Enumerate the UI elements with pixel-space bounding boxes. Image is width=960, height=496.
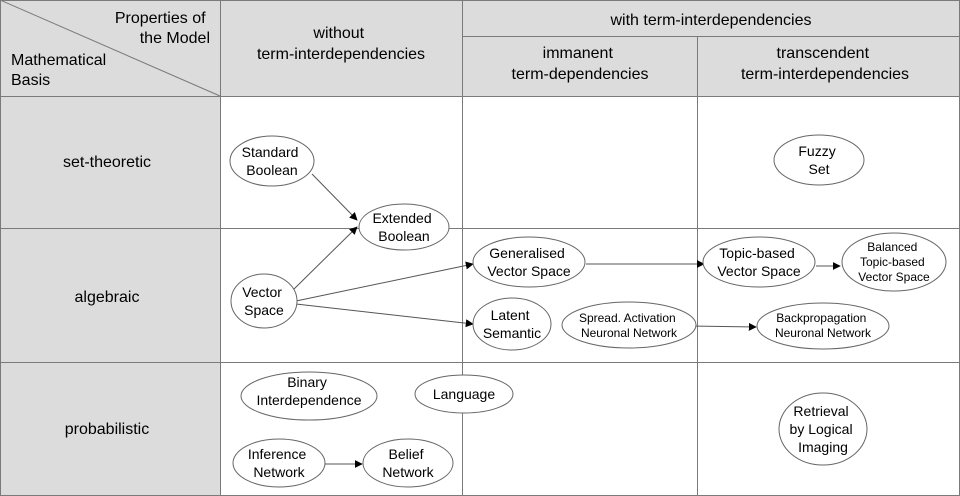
row-header-alg-bg xyxy=(0,228,220,362)
corner-label-top: Properties of the Model xyxy=(115,10,210,47)
svg-text:Retrieval by Logical: Retrieval by Logical Imaging xyxy=(790,403,857,455)
row-header-prob-bg xyxy=(0,362,220,496)
node-backpropagation-neuronal-network: Backpropagation Neuronal Network xyxy=(756,302,890,350)
svg-text:Topic-based Vector Space: Topic-based Vector Space xyxy=(717,245,800,279)
svg-text:Generalised Vector Space: Generalised Vector Space xyxy=(487,245,570,279)
svg-text:Binary Interdependence: Binary Interdependence xyxy=(256,374,361,408)
node-standard-boolean: Standard Boolean xyxy=(229,135,315,187)
corner-label-bottom: Mathematical Basis xyxy=(11,52,111,89)
svg-text:Spread. Activation Neuro: Spread. Activation Neuronal Network xyxy=(579,311,679,340)
node-retrieval-by-logical-imaging: Retrieval by Logical Imaging xyxy=(778,392,868,466)
row-header-set-bg xyxy=(0,96,220,228)
header-with-bg xyxy=(462,0,960,96)
svg-text:Vector Space: Vector Space xyxy=(242,284,286,318)
edge-spread-to-backprop xyxy=(689,322,757,331)
column-header-without: without term-interdependencies xyxy=(257,25,425,63)
node-binary-interdependence: Binary Interdependence xyxy=(240,371,378,421)
edges xyxy=(292,173,841,468)
node-vector-space: Vector Space xyxy=(230,273,298,329)
column-header-transcendent: transcendent term-interdependencies xyxy=(741,45,909,83)
edge-vector-to-generalised xyxy=(295,261,474,302)
svg-text:Standard Boolean: Standard Boolean xyxy=(242,144,303,178)
node-generalised-vector-space: Generalised Vector Space xyxy=(472,236,586,288)
node-spread-activation-neuronal-network: Spread. Activation Neuronal Network xyxy=(561,301,697,349)
svg-text:Belief Network: Belief Network xyxy=(382,446,434,480)
edge-vector-to-latent xyxy=(295,303,474,328)
node-balanced-topic-based-vector-space: Balanced Topic-based Vector Space xyxy=(841,232,947,292)
node-inference-network: Inference Network xyxy=(232,438,326,488)
svg-text:Latent Semantic: Latent Semantic xyxy=(483,307,541,341)
node-extended-boolean: Extended Boolean xyxy=(358,203,450,251)
row-header-set-theoretic: set-theoretic xyxy=(63,154,151,171)
svg-text:Inference Network: Inference Network xyxy=(248,446,310,480)
row-header-probabilistic: probabilistic xyxy=(65,421,149,438)
edge-vector-to-extended xyxy=(292,226,358,291)
svg-text:Language: Language xyxy=(433,386,496,402)
edge-standard-to-extended xyxy=(311,173,358,221)
node-belief-network: Belief Network xyxy=(362,438,454,488)
node-topic-based-vector-space: Topic-based Vector Space xyxy=(702,236,816,288)
svg-text:Extended Boolean: Extended Boolean xyxy=(372,210,435,244)
node-language: Language xyxy=(414,374,514,414)
header-without-bg xyxy=(220,0,462,96)
column-header-with: with term-interdependencies xyxy=(610,12,812,29)
column-header-immanent: immanent term-dependencies xyxy=(512,45,649,83)
svg-text:Backpropagation Neuronal: Backpropagation Neuronal Network xyxy=(775,311,872,340)
corner-diagonal xyxy=(0,0,221,97)
svg-text:Fuzzy Set: Fuzzy Set xyxy=(798,143,839,177)
row-header-algebraic: algebraic xyxy=(75,289,140,306)
node-latent-semantic: Latent Semantic xyxy=(472,297,552,351)
svg-text:Balanced Topic-based: Balanced Topic-based Vector Space xyxy=(858,240,930,284)
node-fuzzy-set: Fuzzy Set xyxy=(773,134,865,186)
